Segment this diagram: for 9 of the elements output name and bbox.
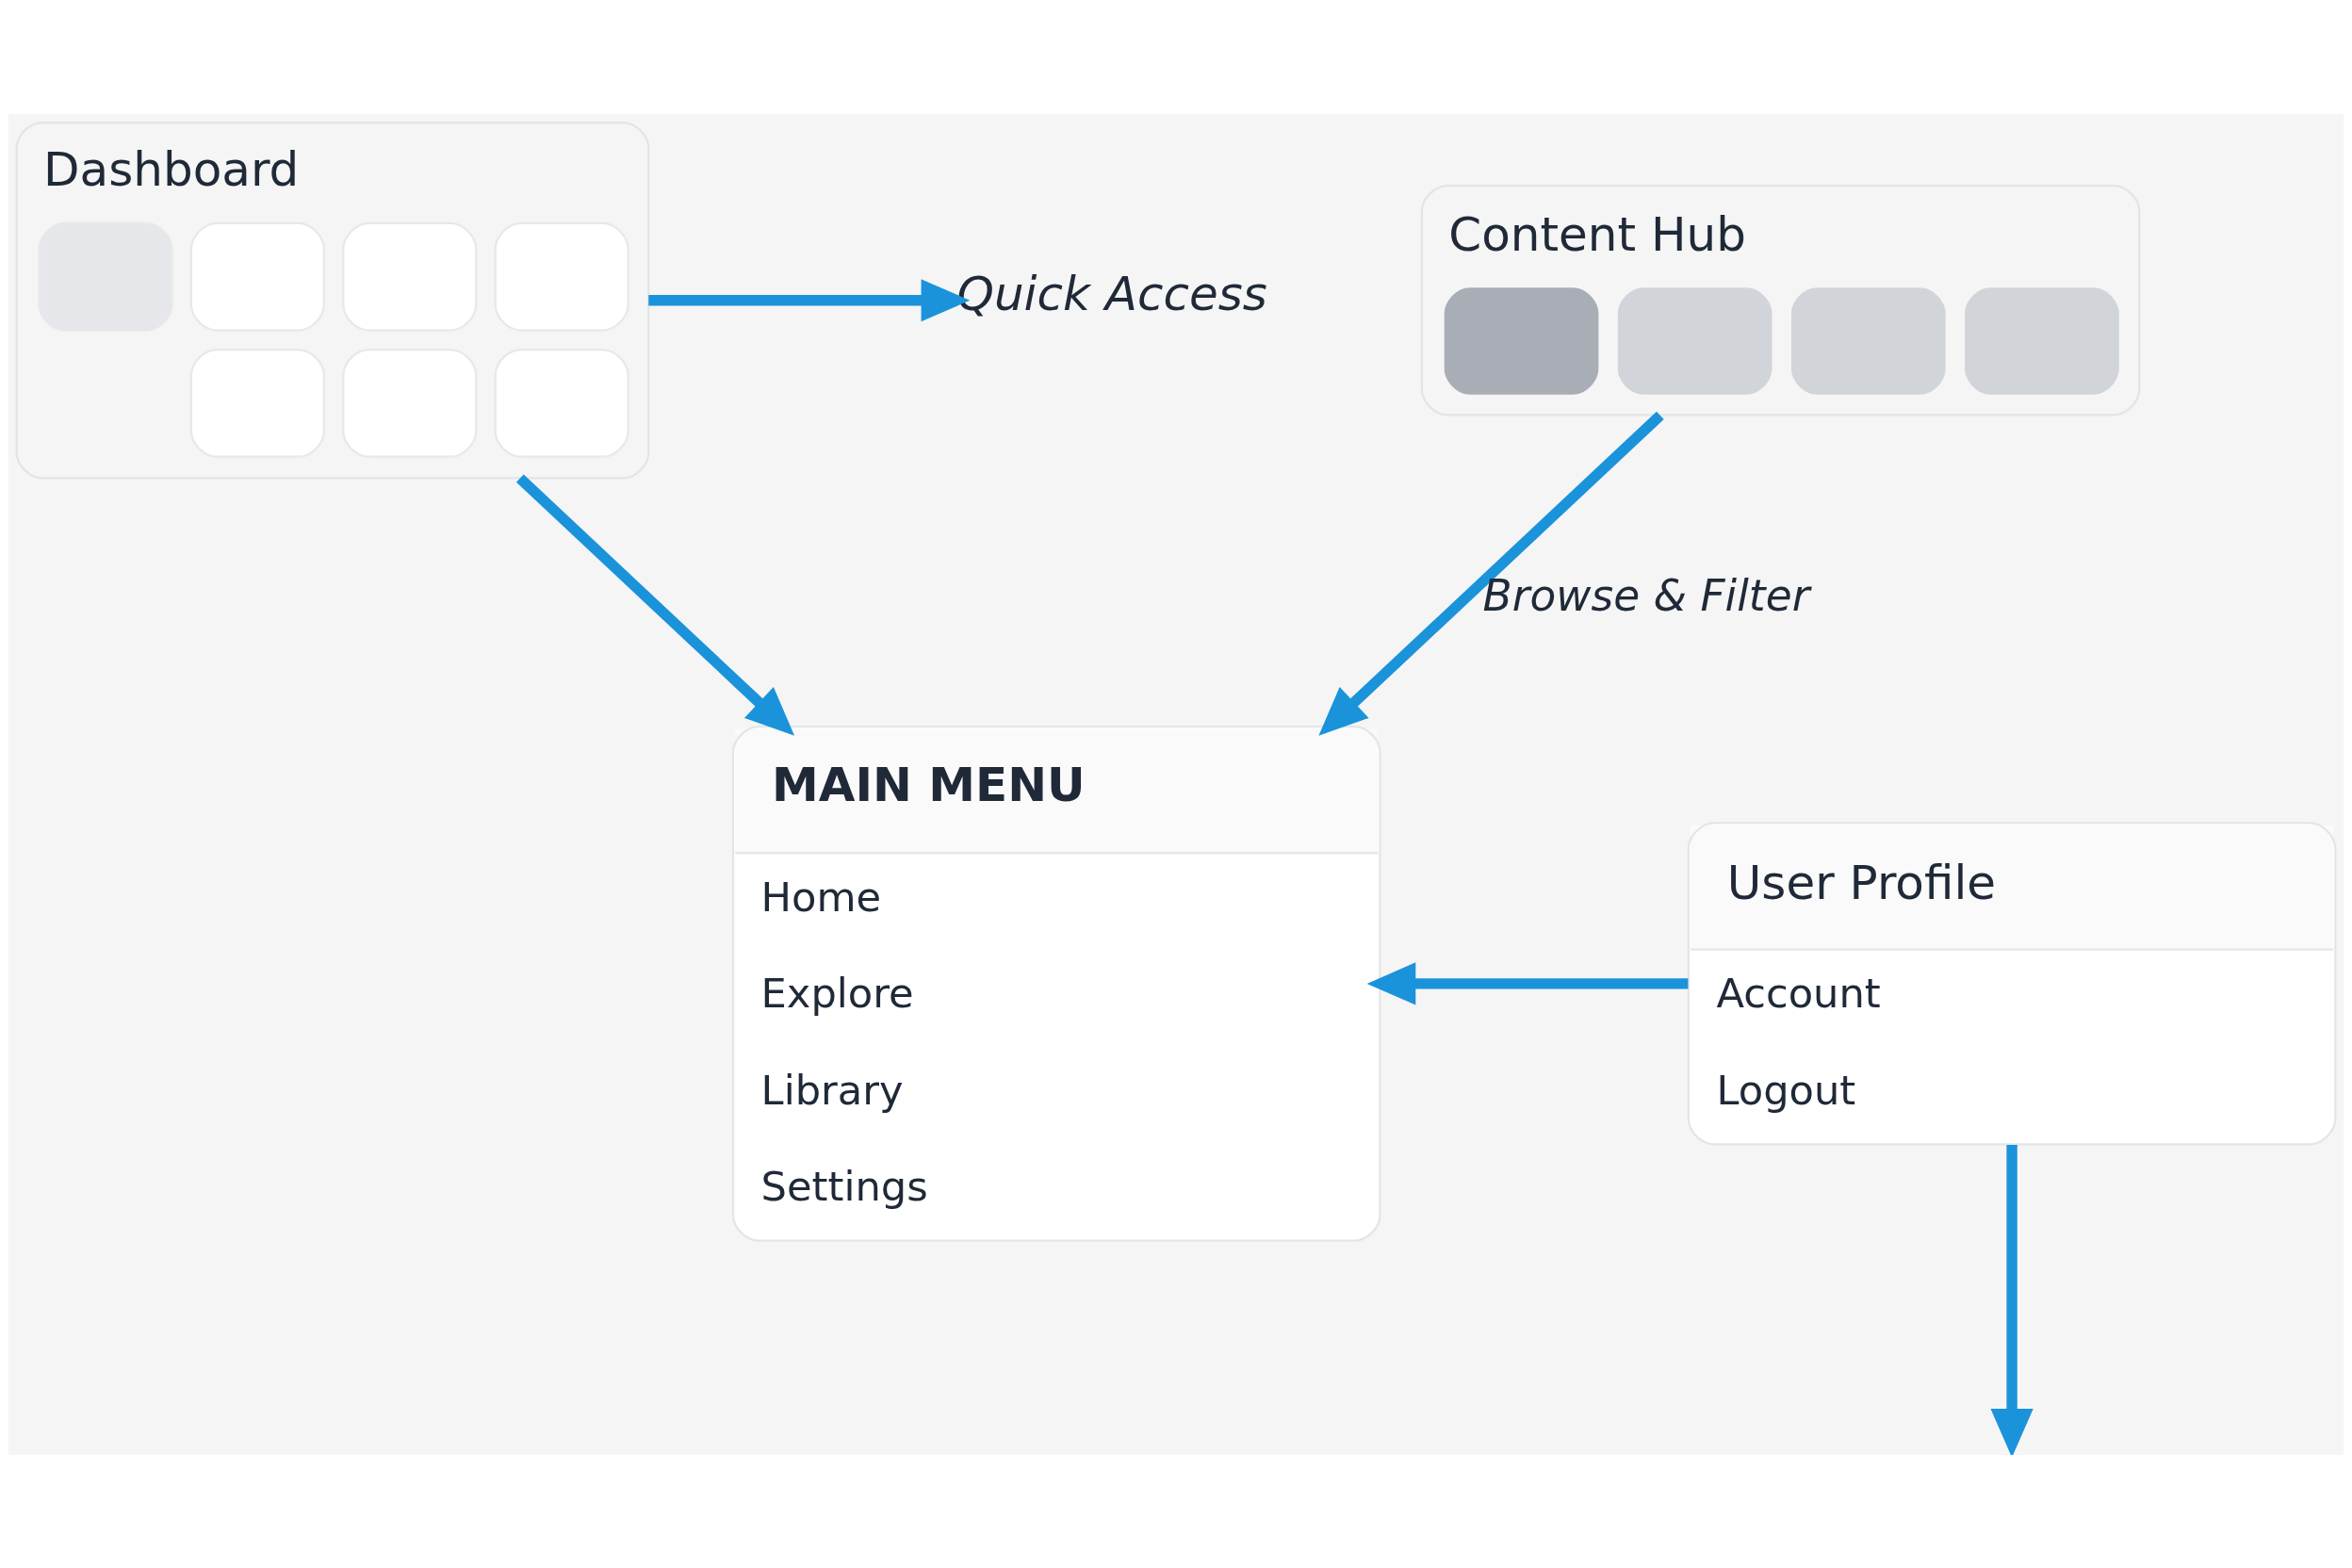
node-box: Dashboard xyxy=(15,121,650,480)
arrow xyxy=(1990,1144,2034,1455)
arrow xyxy=(1366,961,1689,1004)
arrow xyxy=(648,278,971,321)
node-text: Quick Access xyxy=(956,266,1267,321)
arrow xyxy=(515,473,795,736)
arrow xyxy=(1318,411,1664,736)
node-box: Content Hub xyxy=(1420,184,2141,416)
edge-label: Browse & Filter xyxy=(1482,570,1810,621)
